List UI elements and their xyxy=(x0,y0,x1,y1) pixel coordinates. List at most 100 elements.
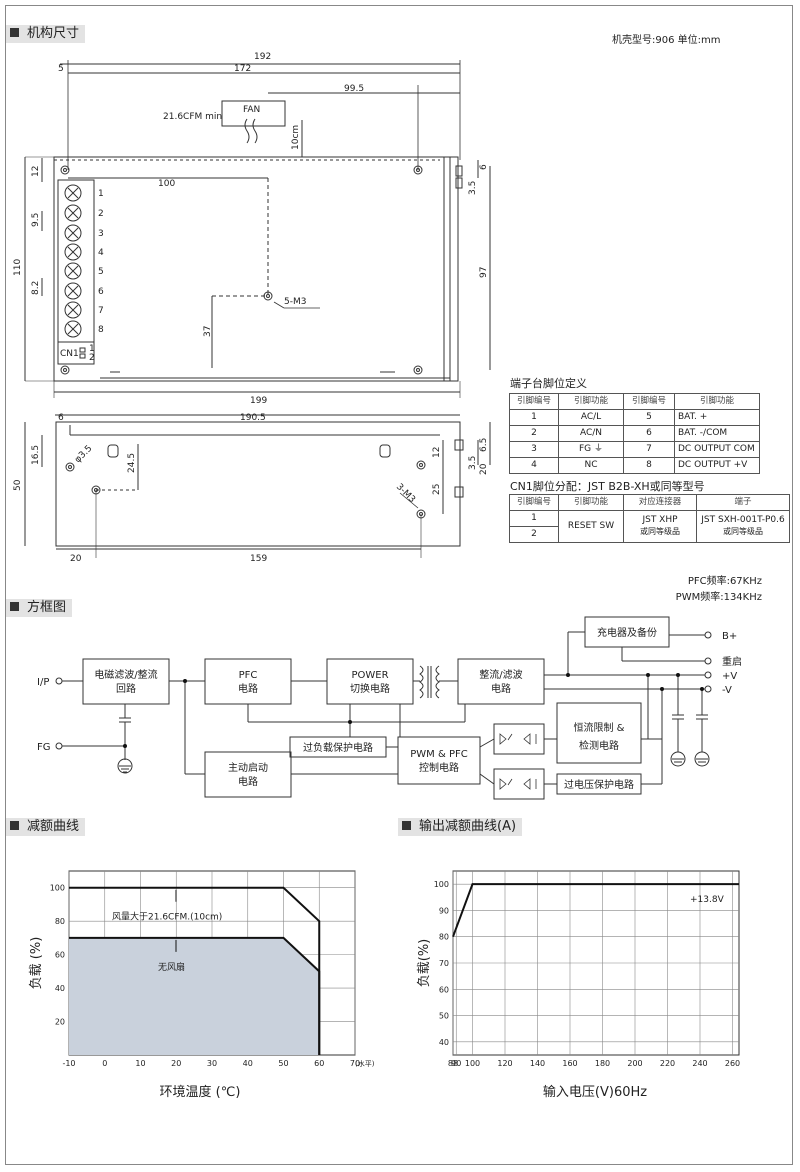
rect-label: 电路 xyxy=(491,682,511,695)
y-tick-label: 100 xyxy=(50,884,65,893)
pwm-freq-label: PWM频率:134KHz xyxy=(676,590,762,603)
x-tick-label: 200 xyxy=(627,1059,642,1068)
restart-label: 重启 xyxy=(722,655,742,668)
terminal-label: 8 xyxy=(98,325,104,335)
cfm-label: 21.6CFM min xyxy=(163,112,222,122)
x-tick-label: 120 xyxy=(497,1059,512,1068)
cn1-table-title: CN1脚位分配：JST B2B-XH或同等型号 xyxy=(510,480,705,493)
square-bullet-icon xyxy=(10,821,19,830)
dim-label: 172 xyxy=(234,64,251,74)
series-line xyxy=(69,936,321,1055)
cn1-cell: RESET SW xyxy=(558,510,624,543)
dim-label: 199 xyxy=(250,396,267,406)
section-title: 输出减额曲线(A) xyxy=(419,819,517,834)
dim-label: 9.5 xyxy=(31,213,41,227)
x-axis-label: 环境温度 (℃) xyxy=(160,1084,241,1100)
series-label: 无风扇 xyxy=(158,961,185,973)
y-tick-label: 90 xyxy=(439,906,449,915)
cn1-connector-note: 或同等级品 xyxy=(640,527,680,536)
terminal-label: 6 xyxy=(98,287,104,297)
dim-label: 192 xyxy=(254,52,271,62)
section-header-dims: 机构尺寸 xyxy=(6,25,86,43)
dim-label: 5 xyxy=(58,64,64,74)
dim-label: 50 xyxy=(13,479,23,491)
pfc-freq-label: PFC频率:67KHz xyxy=(688,574,762,587)
fan-label: FAN xyxy=(243,105,260,115)
pwm-label: PWM & PFC xyxy=(410,749,467,760)
x-tick-label: 140 xyxy=(530,1059,545,1068)
y-tick-label: 60 xyxy=(55,951,65,960)
area-no-fan xyxy=(69,937,320,1055)
dim-label: 24.5 xyxy=(127,453,137,473)
terminal-label: 2 xyxy=(98,209,104,219)
y-tick-label: 40 xyxy=(439,1038,449,1047)
y-tick-label: 70 xyxy=(439,959,449,968)
terminal-label: 5 xyxy=(98,267,104,277)
x-tick-label: 0 xyxy=(102,1059,107,1068)
pin-cell: 4 xyxy=(509,457,559,474)
cc-block xyxy=(556,702,642,764)
y-tick-label: 80 xyxy=(439,933,449,942)
dim-label: 20 xyxy=(70,554,82,564)
emi-label: 回路 xyxy=(116,682,136,695)
x-tick-label: 20 xyxy=(171,1059,181,1068)
charger-label: 充电器及备份 xyxy=(597,626,657,639)
x-tick-label: 160 xyxy=(562,1059,577,1068)
start-label: 电路 xyxy=(238,775,258,788)
x-unit-label: (水平) xyxy=(355,1059,375,1068)
section-title: 机构尺寸 xyxy=(27,26,80,41)
y-tick-label: 40 xyxy=(55,984,65,993)
cn1-label: CN1 xyxy=(60,349,79,359)
y-tick-label: 20 xyxy=(55,1018,65,1027)
cc-label: 恒流限制 & xyxy=(574,721,625,734)
mechanical-drawing: 1 2 3 4 5 6 7 8 CN1 1 2 192 5 172 99.5 F… xyxy=(13,52,491,564)
dim-label: 5-M3 xyxy=(284,297,306,307)
series-label: 风量大于21.6CFM.(10cm) xyxy=(112,911,222,923)
section-header-out-derate: 输出减额曲线(A) xyxy=(398,818,523,836)
terminal-label: 1 xyxy=(98,189,104,199)
dim-label: 20 xyxy=(479,463,489,475)
terminal-label: 4 xyxy=(98,248,104,258)
dim-label: 6 xyxy=(58,413,64,423)
x-tick-label: 240 xyxy=(692,1059,707,1068)
page-frame xyxy=(5,5,793,1165)
pwm-label: 控制电路 xyxy=(419,761,459,774)
y-axis-label: 负载(%) xyxy=(417,939,432,988)
dim-label: 12 xyxy=(31,166,41,177)
y-tick-label: 60 xyxy=(439,985,449,994)
terminal-label: 3 xyxy=(98,229,104,239)
square-bullet-icon xyxy=(10,602,19,611)
bplus-label: B+ xyxy=(722,631,737,642)
power-label: 切换电路 xyxy=(350,682,390,695)
side-view-outline xyxy=(55,421,461,547)
cn1-terminal-note: 或同等级品 xyxy=(723,527,763,536)
dim-label: 37 xyxy=(203,326,213,337)
x-tick-label: 40 xyxy=(243,1059,253,1068)
section-title: 减额曲线 xyxy=(27,819,80,834)
terminal-screws xyxy=(64,184,86,359)
x-tick-label: 90 xyxy=(451,1059,461,1068)
dim-label: 110 xyxy=(13,259,23,276)
olp-label: 过负载保护电路 xyxy=(303,741,373,754)
y-tick-label: 100 xyxy=(434,880,449,889)
dim-label: 97 xyxy=(479,267,489,278)
x-axis-label: 输入电压(V)60Hz xyxy=(543,1084,647,1100)
section-title: 方框图 xyxy=(27,600,67,615)
y-tick-label: 50 xyxy=(439,1012,449,1021)
dim-label: 99.5 xyxy=(344,84,364,94)
dim-label: 25 xyxy=(432,484,442,495)
x-tick-label: 180 xyxy=(595,1059,610,1068)
section-header-derate: 减额曲线 xyxy=(6,818,86,836)
top-view-outline xyxy=(53,156,459,382)
dim-label: 159 xyxy=(250,554,267,564)
dim-label: 8.2 xyxy=(31,281,41,295)
series-line xyxy=(452,883,739,938)
cn1-connector: JST XHP xyxy=(642,515,678,525)
cc-label: 检测电路 xyxy=(579,739,619,752)
start-label: 主动启动 xyxy=(228,761,268,774)
cn1-pin-label: 2 xyxy=(89,353,95,363)
x-tick-label: 100 xyxy=(465,1059,480,1068)
